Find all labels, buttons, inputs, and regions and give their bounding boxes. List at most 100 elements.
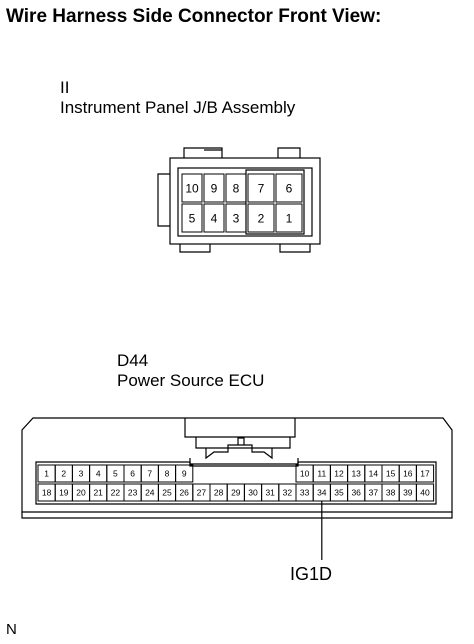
pin-cell: 39 — [398, 483, 417, 502]
pin-cell: 32 — [278, 483, 297, 502]
pin-number: 16 — [403, 469, 413, 479]
pin-box — [225, 203, 247, 233]
callout-label: IG1D — [290, 564, 333, 584]
pin-number: 3 — [233, 211, 240, 225]
pin-number: 14 — [369, 469, 379, 479]
pin-number: 10 — [300, 469, 310, 479]
pin-cell: 4 — [203, 203, 225, 233]
pin-number: 7 — [258, 181, 265, 195]
pin-number: 25 — [162, 488, 172, 498]
pin-cell: 8 — [157, 464, 177, 483]
pin-cell: 27 — [192, 483, 211, 502]
pin-number: 11 — [317, 469, 326, 479]
connector-d44-housing — [21, 417, 453, 519]
pin-cell: 9 — [203, 173, 225, 203]
pin-cell: 3 — [71, 464, 91, 483]
connector-d44-code: D44 — [117, 351, 149, 370]
footer-note: N — [6, 621, 17, 638]
pin-number: 20 — [76, 488, 86, 498]
pin-number: 22 — [111, 488, 121, 498]
pin-cell: 22 — [106, 483, 125, 502]
pin-cell: 24 — [140, 483, 159, 502]
pin-cell: 18 — [37, 483, 56, 502]
pin-number: 36 — [351, 488, 361, 498]
pin-cell: 29 — [226, 483, 245, 502]
pin-number: 15 — [386, 469, 396, 479]
pin-box — [415, 483, 435, 502]
pin-number: 2 — [258, 211, 265, 225]
pin-cell: 12 — [329, 464, 349, 483]
pin-number: 6 — [286, 181, 293, 195]
pin-cell: 5 — [106, 464, 125, 483]
pin-cell: 31 — [261, 483, 280, 502]
pin-number: 35 — [334, 488, 344, 498]
pin-cell: 19 — [54, 483, 73, 502]
pin-cell: 15 — [381, 464, 400, 483]
pin-number: 31 — [265, 488, 275, 498]
pin-cell: 34 — [312, 483, 331, 502]
pin-number: 12 — [334, 469, 344, 479]
pin-cell: 10 — [295, 464, 314, 483]
pin-box — [275, 173, 303, 203]
pin-cell: 16 — [398, 464, 417, 483]
pin-box — [225, 173, 247, 203]
pin-number: 40 — [420, 488, 430, 498]
pin-box — [181, 173, 203, 203]
pin-number: 4 — [96, 469, 101, 479]
pin-cell: 3 — [225, 203, 247, 233]
pin-number: 38 — [386, 488, 396, 498]
pin-number: 1 — [286, 211, 293, 225]
pin-cell: 40 — [415, 483, 435, 502]
connector-d44-name: Power Source ECU — [117, 371, 265, 390]
pin-box — [247, 203, 275, 233]
pin-number: 30 — [248, 488, 258, 498]
pin-number: 32 — [283, 488, 293, 498]
pin-cell: 2 — [54, 464, 73, 483]
pin-box — [203, 173, 225, 203]
diagram-title: Wire Harness Side Connector Front View: — [6, 6, 382, 27]
pin-cell: 35 — [329, 483, 349, 502]
pin-number: 19 — [59, 488, 69, 498]
pin-number: 28 — [214, 488, 224, 498]
pin-box — [203, 203, 225, 233]
pin-cell: 5 — [181, 203, 203, 233]
pin-cell: 33 — [295, 483, 314, 502]
pin-cell: 26 — [175, 483, 194, 502]
pin-number: 39 — [403, 488, 413, 498]
pin-cell: 6 — [275, 173, 303, 203]
pin-cell: 4 — [89, 464, 108, 483]
pin-cell: 9 — [175, 464, 194, 483]
pin-number: 37 — [369, 488, 379, 498]
pin-box — [247, 173, 275, 203]
pin-number: 27 — [197, 488, 207, 498]
pin-number: 33 — [300, 488, 310, 498]
connector-ii-housing — [157, 147, 321, 253]
pin-cell: 1 — [275, 203, 303, 233]
pin-cell: 6 — [123, 464, 142, 483]
pin-number: 8 — [165, 469, 170, 479]
pin-box — [181, 203, 203, 233]
pin-cell: 14 — [364, 464, 383, 483]
pin-cell: 8 — [225, 173, 247, 203]
pin-cell: 25 — [157, 483, 177, 502]
pin-box — [415, 464, 435, 483]
pin-number: 5 — [113, 469, 118, 479]
connector-ii-code: II — [60, 78, 70, 97]
pin-cell: 38 — [381, 483, 400, 502]
pin-number: 18 — [42, 488, 52, 498]
pin-number: 34 — [317, 488, 327, 498]
pin-number: 3 — [79, 469, 84, 479]
pin-cell: 17 — [415, 464, 435, 483]
pin-number: 17 — [420, 469, 430, 479]
pin-cell: 7 — [247, 173, 275, 203]
pin-number: 13 — [351, 469, 361, 479]
pin-cell: 30 — [243, 483, 263, 502]
pin-number: 5 — [189, 211, 196, 225]
pin-cell: 13 — [347, 464, 366, 483]
pin-number: 6 — [130, 469, 135, 479]
pin-number: 21 — [93, 488, 103, 498]
pin-number: 23 — [128, 488, 138, 498]
